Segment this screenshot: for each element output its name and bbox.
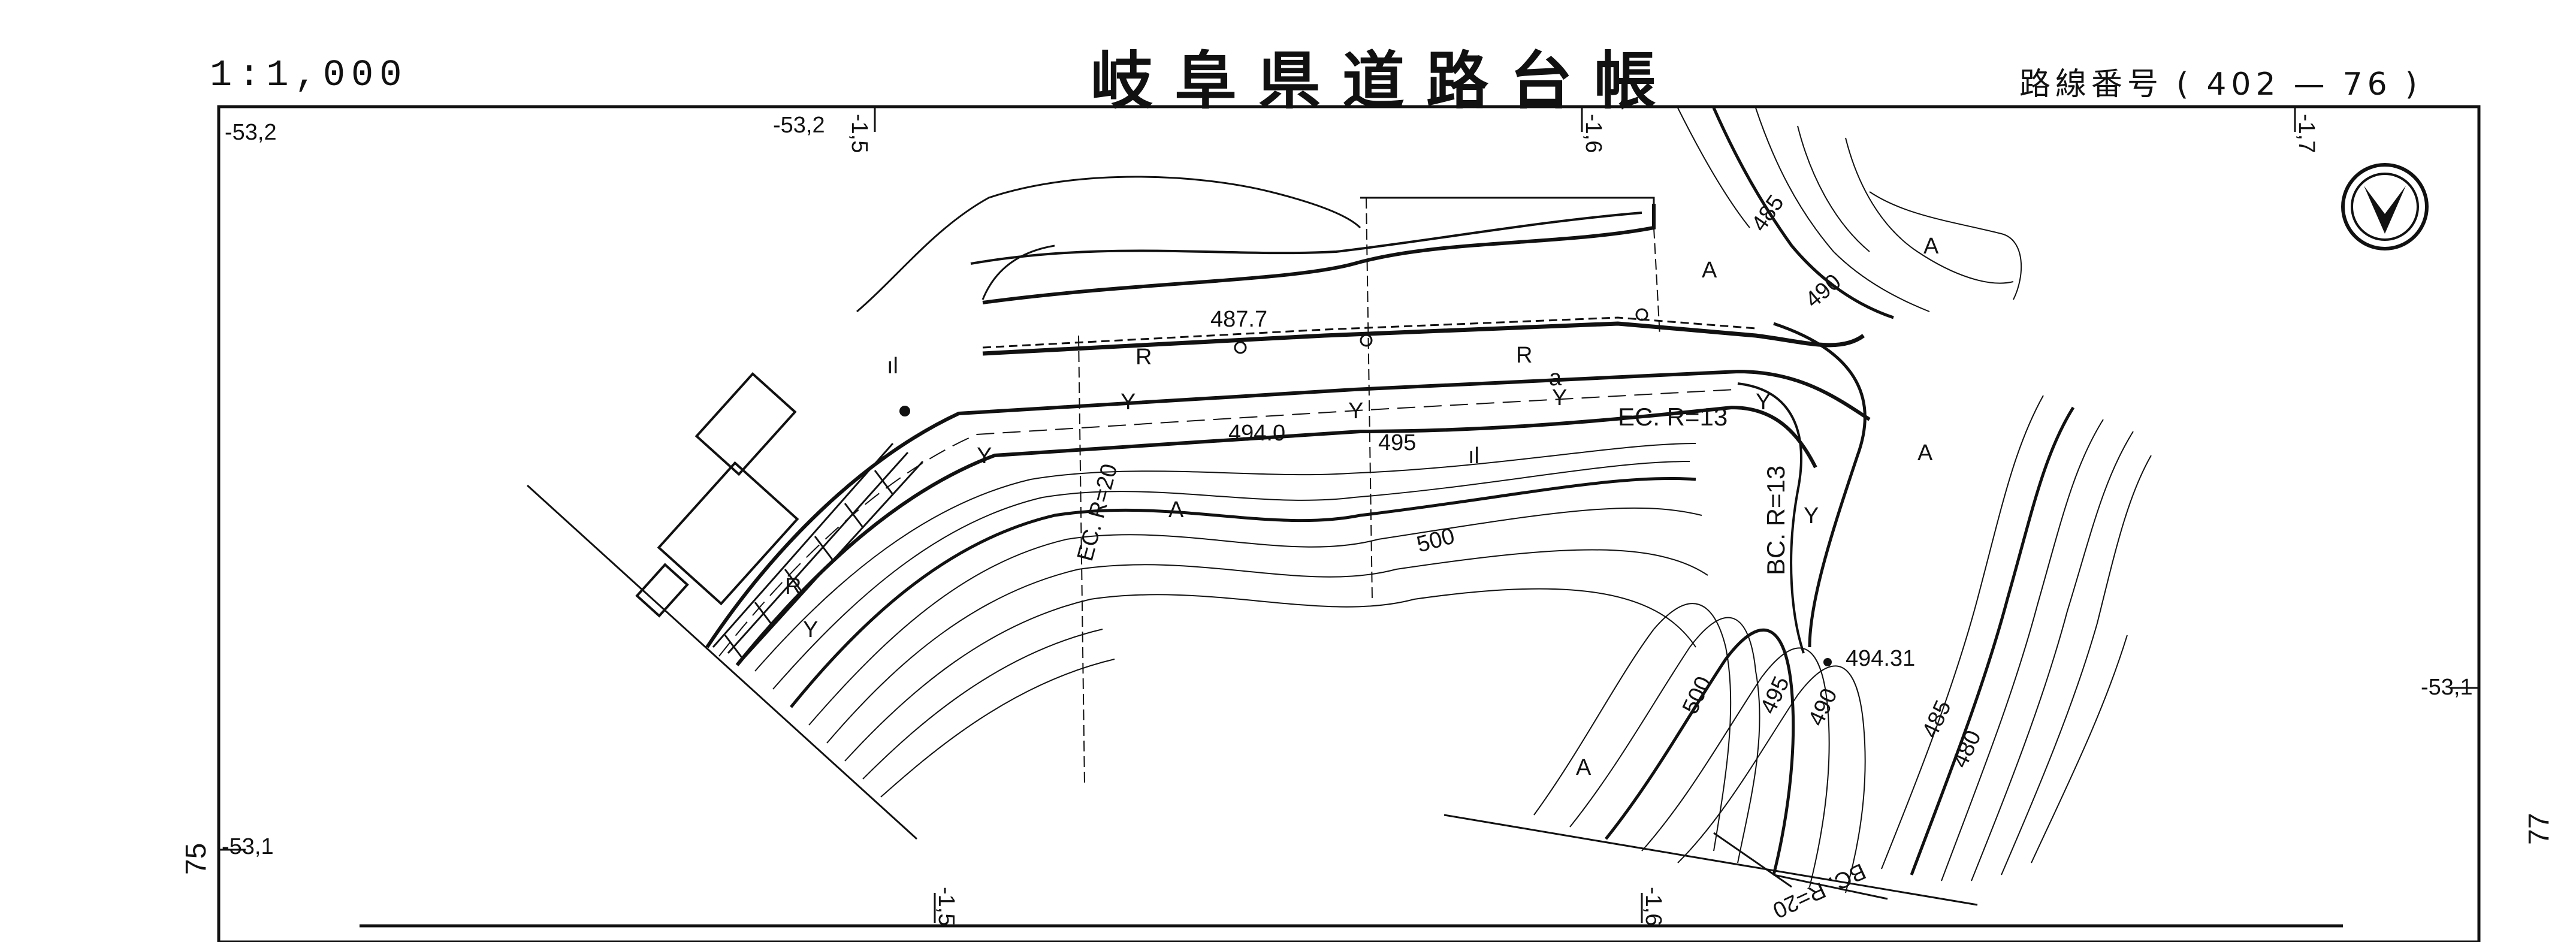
road-retaining-wall [982, 316, 1756, 349]
contours-east [1881, 395, 2152, 881]
road-symbol: R [785, 574, 802, 599]
north-arrow-icon [2341, 163, 2429, 250]
road-edge-top [982, 204, 1656, 304]
route-sheet-number: 76 [2342, 67, 2392, 102]
field-symbol: A [1576, 755, 1591, 780]
field-symbol: A [1168, 497, 1184, 523]
grid-label-top-mid: -53,2 [773, 113, 825, 138]
curve-east-inner [1737, 382, 1805, 654]
grid-label-top-left: -53,2 [225, 120, 277, 145]
field-symbol: A [1702, 258, 1717, 283]
ditch-symbol: Y [803, 617, 819, 642]
elevation-label: 494.0 [1228, 421, 1286, 446]
ditch-symbol: Y [1756, 390, 1771, 415]
route-dash: — [2293, 67, 2330, 102]
hatched-wall [712, 443, 924, 660]
route-number: 402 [2206, 67, 2281, 102]
curve-east-outer [1773, 322, 1867, 648]
contours-southwest [754, 443, 1708, 798]
contours-northeast [1677, 107, 2022, 319]
curve-label-ec-r13: EC. R=13 [1618, 403, 1728, 431]
road-edge-upper [982, 321, 1865, 356]
road-symbol: R [1136, 345, 1152, 370]
tree-symbol: ıl [887, 354, 898, 379]
contour-label: 495 [1378, 430, 1417, 455]
roadway-north-edge [705, 369, 1871, 648]
field-symbol: A [1923, 234, 1939, 259]
ditch-symbol: Y [1121, 390, 1136, 415]
ditch-symbol: Y [977, 443, 992, 469]
grid-tick-label-top-3: -1,7 [2294, 114, 2319, 153]
grid-tick-label-top-1: -1,5 [847, 114, 872, 153]
building-1 [694, 372, 797, 476]
grid-tick-label-top-2: -1,6 [1581, 114, 1606, 153]
building-3 [635, 563, 689, 618]
field-symbol: A [1917, 440, 1933, 466]
contours-southeast [1533, 603, 1866, 893]
tree-symbol: ıl [1468, 443, 1479, 469]
adjacent-sheet-right: 77 [2523, 813, 2555, 845]
roadway-centerline [718, 389, 1735, 657]
map-scale: 1:1,000 [210, 54, 408, 96]
grid-label-right: -53,1 [2421, 675, 2473, 700]
curve-label-bc-r13: BC. R=13 [1762, 465, 1790, 575]
building-2 [657, 461, 799, 606]
grid-label-bottom-left: -53,1 [222, 834, 274, 859]
roadway-south-edge [735, 405, 1817, 666]
gutter-symbol: a [1549, 366, 1562, 391]
elevation-label: 494.31 [1846, 646, 1916, 671]
map-frame [217, 105, 2481, 942]
ditch-symbol: Y [1348, 398, 1364, 424]
ditch-symbol: Y [1552, 385, 1568, 410]
route-label: 路線番号 [2019, 67, 2164, 102]
adjacent-sheet-left: 75 [180, 843, 212, 875]
route-number-block: 路線番号 (402 — 76) [2019, 59, 2435, 104]
elevation-label: 487.7 [1210, 307, 1268, 332]
road-symbol: R [1516, 343, 1533, 368]
ditch-symbol: Y [1804, 503, 1819, 529]
grid-tick-label-bottom-2: -1,6 [1641, 887, 1666, 926]
route-close-paren: ) [2405, 67, 2423, 102]
route-open-paren: ( [2176, 67, 2194, 102]
grid-tick-label-bottom-1: -1,5 [934, 887, 959, 926]
